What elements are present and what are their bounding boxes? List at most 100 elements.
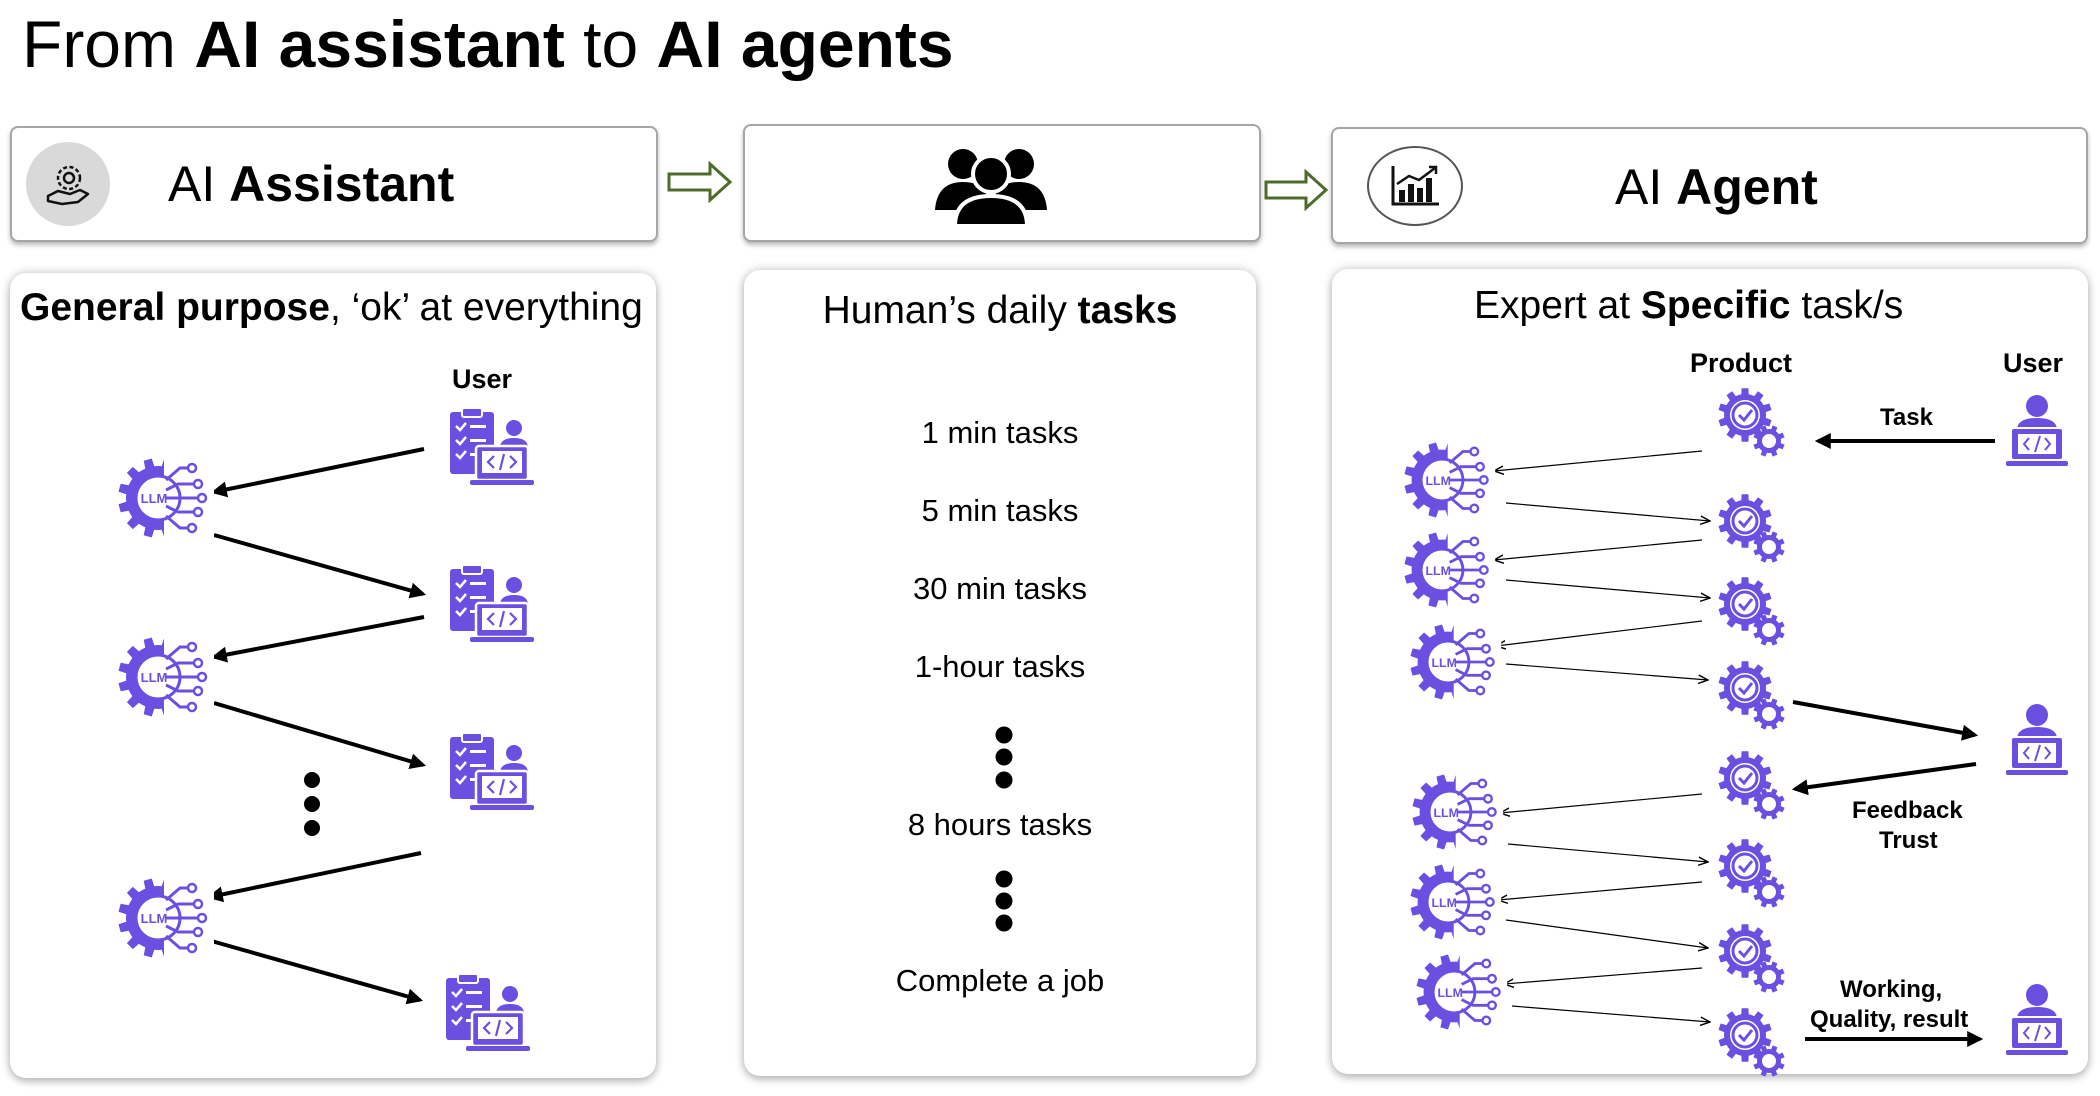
svg-text:LLM: LLM [1426,474,1451,488]
svg-text:LLM: LLM [1438,986,1463,1000]
arrow-product-to-llm [1504,967,1703,984]
bar-chart-icon [1367,146,1463,226]
task-1: 1 min tasks [921,415,1079,450]
feedback-arrow [1791,762,1977,796]
trust-label: Trust [1879,827,1938,854]
flow-arrow-2 [1264,168,1329,212]
panel-daily-tasks: Human’s daily tasks 1 min tasks 5 min ta… [744,270,1256,1076]
arrow-product-to-llm [1498,881,1703,900]
header-agent-label: AI Agent [1615,157,1818,217]
agent-user-label: User [2003,348,2064,378]
ellipsis-dots [995,726,1013,789]
product-gear-icon [1718,661,1785,730]
llm-icon: LLM [1416,950,1508,1034]
task-2: 5 min tasks [921,493,1079,528]
panel-agent-title-prefix: Expert at [1474,284,1641,327]
svg-text:LLM: LLM [141,911,168,926]
product-gear-icon [1718,1008,1785,1077]
ellipsis-dots [995,870,1013,932]
llm-icon: LLM [1404,438,1496,522]
title-bold-2: AI agents [656,7,954,81]
arrow-llm-to-product [1507,843,1708,862]
product-gear-icon [1718,751,1785,820]
quality-label: Quality, result [1810,1006,1969,1033]
panel-general-purpose: General purpose, ‘ok’ at everything [10,273,656,1078]
llm-icon: LLM [1404,528,1496,612]
arrow-llm-to-product [1505,502,1710,521]
ai-hand-gear-icon [26,142,110,226]
header-ai-agent: AI Agent [1331,127,2088,244]
title-bold-1: AI assistant [194,7,565,81]
arrow-llm-to-user [213,701,427,770]
llm-icon: LLM [1412,770,1504,854]
people-group-icon [933,144,1049,228]
task-user-icon [450,407,534,485]
product-gear-icon [1718,577,1785,646]
llm-icon: LLM [118,454,214,542]
header-assistant-prefix: AI [168,156,230,212]
flow-arrow-1 [667,160,733,204]
product-gear-icon [1718,839,1785,908]
task-3: 30 min tasks [912,571,1087,606]
llm-icon: LLM [1410,620,1502,704]
arrow-llm-to-product [1505,579,1710,598]
deliver-arrow [1792,700,1979,741]
svg-text:LLM: LLM [1434,806,1459,820]
arrow-llm-to-user [213,533,427,599]
svg-text:LLM: LLM [141,670,168,685]
ellipsis-dots [304,772,320,836]
panel-tasks-title: Human’s daily tasks [744,288,1256,334]
product-gear-icon [1718,494,1785,563]
arrow-product-to-llm [1494,539,1703,560]
arrow-llm-to-product [1511,1005,1710,1022]
arrow-user-to-llm [210,447,425,498]
panel-agent-title-suffix: task/s [1790,284,1904,327]
svg-text:LLM: LLM [141,491,168,506]
working-label: Working, [1840,976,1943,1003]
user-laptop-icon [2006,395,2068,466]
panel-assistant-title: General purpose, ‘ok’ at everything [20,285,643,331]
product-gear-icon [1718,924,1785,993]
panel-assistant-title-bold: General purpose [20,286,330,329]
arrow-product-to-llm [1500,793,1703,813]
panel-tasks-title-prefix: Human’s daily [822,289,1078,332]
llm-icon: LLM [118,874,214,962]
task-label: Task [1880,404,1933,431]
assistant-user-label: User [452,364,513,394]
panel-tasks-title-bold: tasks [1077,289,1178,332]
llm-icon: LLM [118,633,214,721]
page-title: From AI assistant to AI agents [22,4,954,84]
header-agent-bold: Agent [1676,159,1818,215]
llm-icon: LLM [1410,860,1502,944]
arrow-llm-to-user [207,938,424,1005]
header-agent-prefix: AI [1615,159,1677,215]
arrow-product-to-llm [1496,620,1703,646]
header-assistant-label: AI Assistant [168,154,454,214]
title-text-1: From [22,7,195,81]
task-4: 1-hour tasks [914,649,1086,684]
panel-agent-title-bold: Specific [1640,284,1791,327]
panel-agent-title: Expert at Specific task/s [1474,283,1903,329]
task-user-icon [450,564,534,642]
header-assistant-bold: Assistant [229,156,455,212]
title-text-2: to [564,7,657,81]
arrow-llm-to-product [1505,663,1708,680]
panel-assistant-title-rest: , ‘ok’ at everything [329,286,643,329]
user-laptop-icon [2006,984,2068,1055]
header-ai-assistant: AI Assistant [10,126,658,242]
svg-text:LLM: LLM [1432,896,1457,910]
product-gear-icon [1718,388,1785,457]
product-label: Product [1690,348,1793,378]
task-user-icon [446,973,530,1051]
header-arrows [667,160,1329,212]
header-human-tasks [743,124,1261,242]
svg-text:LLM: LLM [1426,564,1451,578]
arrow-product-to-llm [1494,450,1703,471]
task-6: Complete a job [895,963,1105,998]
arrow-llm-to-product [1505,919,1708,948]
task-user-icon [450,732,534,810]
feedback-label: Feedback [1852,797,1963,824]
task-5: 8 hours tasks [907,807,1093,842]
